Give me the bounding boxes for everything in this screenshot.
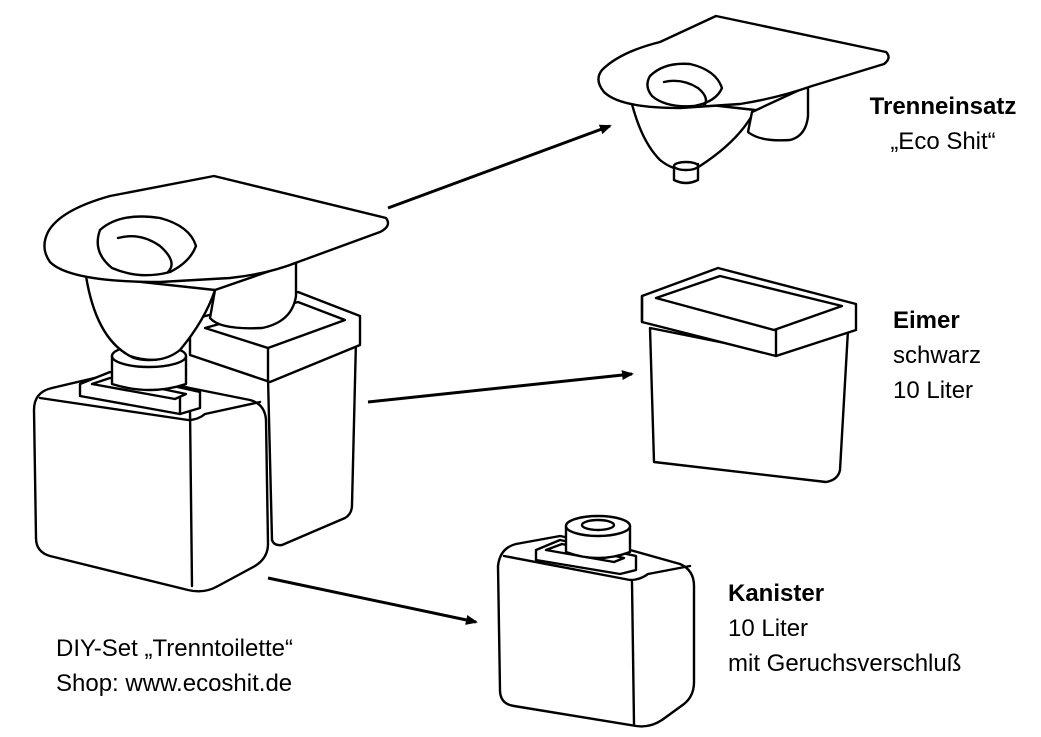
assembly-canister: [32, 343, 270, 593]
shop-url: Shop: www.ecoshit.de: [56, 670, 293, 697]
bucket-title: Eimer: [893, 307, 960, 334]
arrow-to-bucket: [367, 370, 634, 404]
separator-title: Trenneinsatz: [869, 93, 1017, 120]
canister-volume: 10 Liter: [728, 615, 809, 642]
set-name: DIY-Set „Trenntoilette“: [56, 635, 293, 662]
canister-label: Kanister 10 Liter mit Geruchsverschluß: [728, 576, 961, 681]
separator-subtitle: „Eco Shit“: [890, 128, 996, 155]
canister-feature: mit Geruchsverschluß: [728, 650, 962, 677]
arrow-to-separator: [387, 124, 612, 210]
set-caption: DIY-Set „Trenntoilette“ Shop: www.ecoshi…: [56, 631, 293, 701]
assembly-separator: [43, 174, 390, 362]
canister-title: Kanister: [728, 580, 825, 607]
bucket-drawing: [640, 266, 858, 484]
canister-drawing: [496, 514, 696, 728]
separator-insert-drawing: [597, 14, 890, 185]
bucket-color: schwarz: [893, 342, 982, 369]
arrow-to-canister: [267, 576, 478, 625]
separator-label: Trenneinsatz „Eco Shit“: [848, 89, 1038, 159]
toilet-assembly-drawing: [32, 174, 390, 593]
bucket-label: Eimer schwarz 10 Liter: [893, 303, 981, 408]
bucket-volume: 10 Liter: [893, 377, 974, 404]
